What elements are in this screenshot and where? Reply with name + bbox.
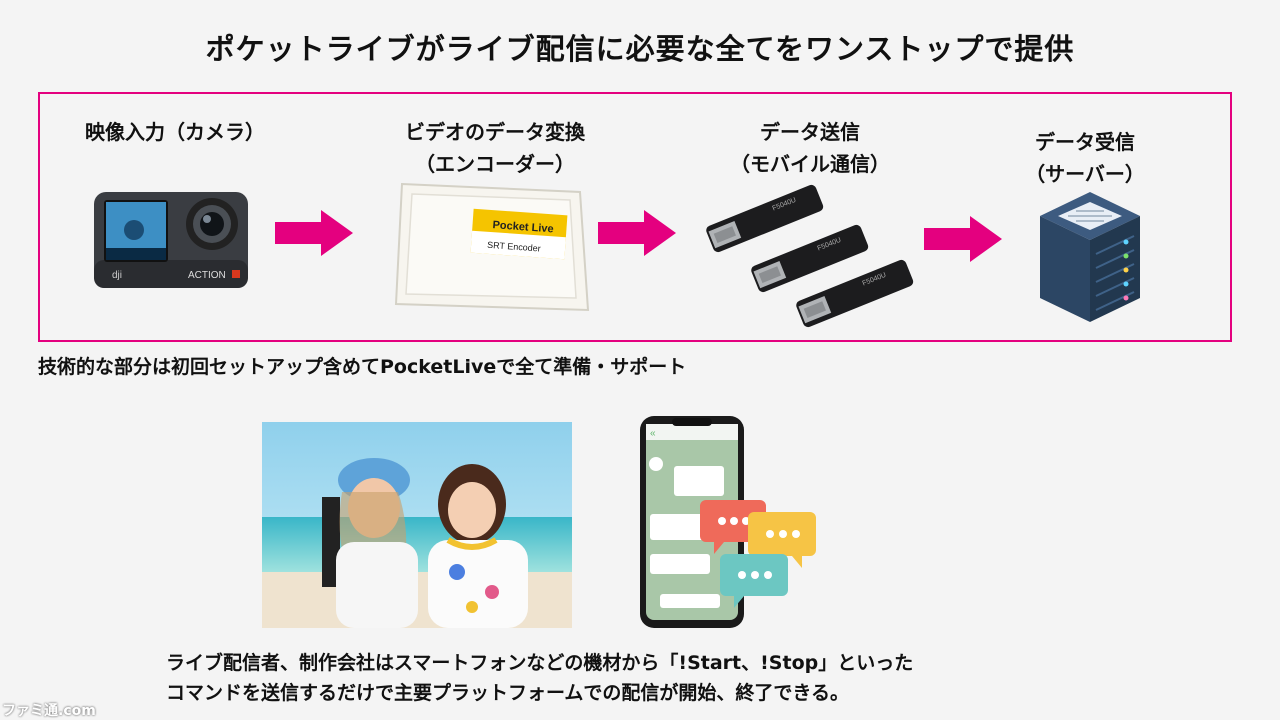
- streamer-photo: [262, 422, 572, 628]
- support-note: 技術的な部分は初回セットアップ含めてPocketLiveで全て準備・サポート: [38, 356, 687, 378]
- stage-label-receive: データ受信 （サーバー）: [1025, 130, 1145, 186]
- watermark: ファミ通.com: [2, 703, 96, 719]
- bottom-line-1: ライブ配信者、制作会社はスマートフォンなどの機材から「!Start、!Stop」…: [166, 652, 914, 674]
- encoder-brand-text: Pocket Live: [492, 219, 554, 235]
- stage-label-camera: 映像入力（カメラ）: [85, 120, 265, 144]
- usb-modem-icon: F5040U F5040U F5040U: [706, 184, 914, 328]
- camera-brand-text: ACTION: [188, 270, 226, 281]
- arrow-right-icon: [275, 210, 353, 256]
- bottom-line-2: コマンドを送信するだけで主要プラットフォームでの配信が開始、終了できる。: [166, 682, 850, 704]
- encoder-box-icon: Pocket Live SRT Encoder: [394, 182, 590, 312]
- page-title: ポケットライブがライブ配信に必要な全てをワンストップで提供: [205, 32, 1075, 66]
- back-icon: «: [650, 428, 656, 439]
- smartphone-chat-illustration: «: [636, 414, 826, 632]
- stage-label-encoder: ビデオのデータ変換 （エンコーダー）: [405, 120, 585, 176]
- action-camera-icon: dji ACTION: [94, 192, 248, 288]
- bottom-description: ライブ配信者、制作会社はスマートフォンなどの機材から「!Start、!Stop」…: [166, 648, 913, 708]
- svg-text:dji: dji: [112, 270, 122, 281]
- server-icon: [1040, 192, 1140, 322]
- stage-label-transmit: データ送信 （モバイル通信）: [730, 120, 890, 176]
- arrow-right-icon: [598, 210, 676, 256]
- arrow-right-icon: [924, 216, 1002, 262]
- chat-bubble-icon: [720, 554, 788, 608]
- encoder-model-text: SRT Encoder: [487, 240, 541, 254]
